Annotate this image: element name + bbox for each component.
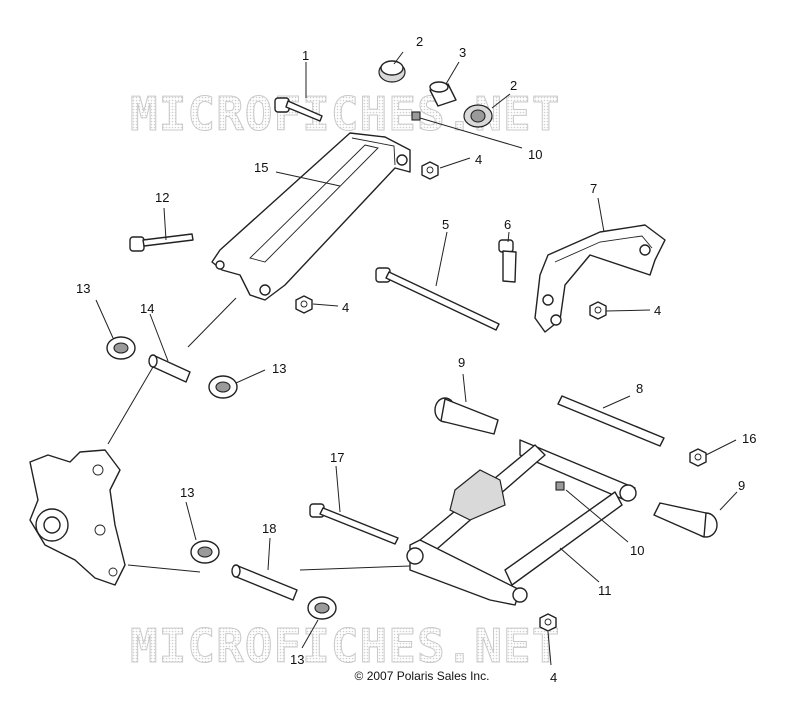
callout-9: 9 — [458, 355, 465, 370]
part-nut-4d — [539, 613, 557, 632]
part-bolt-6 — [498, 239, 517, 283]
callout-17: 17 — [330, 450, 344, 465]
callout-10: 10 — [630, 543, 644, 558]
part-bushing-13c — [190, 540, 220, 564]
callout-7: 7 — [590, 181, 597, 196]
callout-13: 13 — [76, 281, 90, 296]
copyright-notice: © 2007 Polaris Sales Inc. — [0, 669, 800, 683]
part-fitting-10b — [555, 481, 565, 491]
part-bolt-17 — [309, 503, 399, 545]
callout-3: 3 — [459, 45, 466, 60]
callout-4: 4 — [342, 300, 349, 315]
part-pin-9b — [653, 502, 718, 538]
part-fitting-10a — [411, 111, 421, 121]
callout-4: 4 — [654, 303, 661, 318]
part-bracket-7 — [534, 224, 666, 333]
part-bolt-5 — [375, 267, 500, 331]
callout-5: 5 — [442, 217, 449, 232]
explode-line — [187, 297, 237, 348]
callouts: 1 2 3 2 10 4 15 7 12 6 5 13 14 4 4 9 13 … — [76, 34, 756, 685]
part-bolt-1 — [274, 97, 323, 122]
callout-9: 9 — [738, 478, 745, 493]
callout-2: 2 — [510, 78, 517, 93]
callout-6: 6 — [504, 217, 511, 232]
callout-14: 14 — [140, 301, 154, 316]
part-bushing-2a — [378, 60, 406, 83]
part-knuckle — [29, 449, 126, 586]
explode-line — [127, 564, 201, 573]
callout-15: 15 — [254, 160, 268, 175]
explode-line — [107, 366, 154, 445]
copyright-text: © 2007 Polaris Sales Inc. — [354, 669, 490, 683]
part-bushing-13d — [307, 596, 337, 620]
callout-13: 13 — [180, 485, 194, 500]
part-pin-9a — [434, 397, 499, 435]
part-bushing-13b — [208, 375, 238, 399]
callout-4: 4 — [550, 670, 557, 685]
part-swingarm-11 — [406, 439, 637, 606]
callout-12: 12 — [155, 190, 169, 205]
callout-8: 8 — [636, 381, 643, 396]
part-sleeve-18 — [231, 564, 298, 601]
leader-lines — [95, 51, 738, 666]
watermark-bottom: MICROFICHES.NET — [130, 619, 560, 673]
part-link-15 — [211, 132, 411, 301]
callout-13: 13 — [290, 652, 304, 667]
callout-1: 1 — [302, 48, 309, 63]
callout-4: 4 — [475, 152, 482, 167]
callout-11: 11 — [598, 583, 612, 598]
part-nut-16 — [689, 448, 707, 467]
part-shaft-8 — [557, 395, 665, 447]
callout-10: 10 — [528, 147, 542, 162]
part-nut-4b — [295, 295, 313, 314]
callout-16: 16 — [742, 431, 756, 446]
part-nut-4c — [589, 301, 607, 320]
part-bushing-13a — [106, 336, 136, 360]
callout-13: 13 — [272, 361, 286, 376]
part-sleeve-14 — [148, 354, 191, 383]
explode-line — [299, 565, 411, 571]
part-nut-4a — [421, 161, 439, 180]
callout-18: 18 — [262, 521, 276, 536]
part-bushing-2b — [463, 104, 493, 128]
part-bolt-12 — [129, 233, 194, 252]
part-sleeve-3 — [429, 81, 457, 107]
callout-2: 2 — [416, 34, 423, 49]
watermark-top: MICROFICHES.NET — [130, 87, 560, 141]
